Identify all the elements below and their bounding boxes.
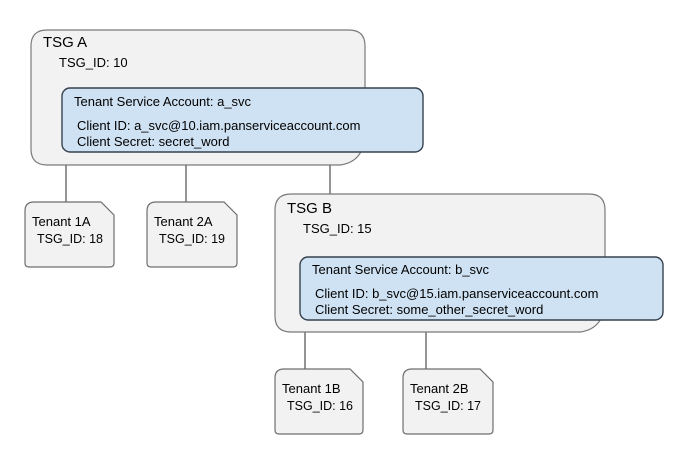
tsg-b-client-id: Client ID: b_svc@15.iam.panserviceaccoun… [315,286,599,301]
tsg-a-client-secret: Client Secret: secret_word [77,134,230,149]
tsg-a-client-id: Client ID: a_svc@10.iam.panserviceaccoun… [77,118,361,133]
tenant-1a-id: TSG_ID: 18 [37,232,103,246]
tsg-a-service-account-box [61,87,424,153]
tenant-2a-title: Tenant 2A [154,214,213,229]
tenant-2b-id: TSG_ID: 17 [415,399,481,413]
tsg-a-id: TSG_ID: 10 [59,55,128,70]
tsg-a-title: TSG A [43,34,88,51]
tenant-1b-box [274,368,364,435]
tenant-1b-id: TSG_ID: 16 [287,399,353,413]
tsg-b-service-account-title: Tenant Service Account: b_svc [312,262,490,277]
tenant-2b-title: Tenant 2B [410,381,469,396]
tenant-1b-title: Tenant 1B [282,381,341,396]
tsg-b-client-secret: Client Secret: some_other_secret_word [315,302,544,317]
tenant-2a-box [146,201,238,268]
tenant-2a-id: TSG_ID: 19 [159,232,225,246]
tenant-2b-box [402,368,494,435]
tenant-1a-title: Tenant 1A [32,214,91,229]
tsg-b-service-account-box [299,256,664,321]
tenant-1a-box [24,201,115,268]
tsg-a-service-account-title: Tenant Service Account: a_svc [74,94,252,109]
tsg-b-title: TSG B [287,200,333,217]
tsg-b-id: TSG_ID: 15 [303,221,372,236]
